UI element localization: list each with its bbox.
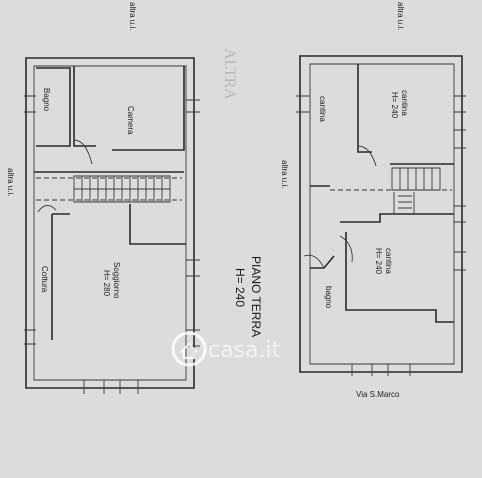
left-top-note: altra u.i. [128, 2, 137, 30]
room-label-cottura: Cottura [40, 266, 49, 293]
background-ghost-text: ALTRA [221, 48, 238, 100]
floor-title: PIANO TERRA [249, 256, 263, 337]
room-label-cantina-mid: cantina [384, 248, 393, 274]
floor-height: H= 240 [233, 268, 247, 307]
left-side-note: altra u.i. [6, 168, 15, 196]
room-label-soggiorno: Soggiorno [112, 262, 121, 299]
left-floor-plan [24, 57, 200, 394]
right-top-note: altra u.i. [396, 2, 405, 30]
room-label-bagno: Bagno [42, 88, 51, 112]
watermark-text: casa.it [208, 338, 281, 363]
left-staircase [73, 175, 171, 203]
room-height-cantina-mid: H= 240 [374, 248, 383, 275]
watermark: casa.it [171, 331, 281, 367]
right-floor-plan [296, 55, 466, 376]
room-label-bagno-right: bagno [324, 286, 333, 309]
right-side-note: altra u.i. [280, 160, 289, 188]
room-height-cantina-top: H= 240 [390, 92, 399, 119]
street-label: Via S.Marco [356, 390, 400, 399]
room-label-cantina-top: cantina [400, 90, 409, 116]
room-label-camera: Camera [126, 106, 135, 135]
right-staircase [391, 167, 441, 215]
room-height-soggiorno: H= 280 [102, 270, 111, 297]
room-label-cantina-left: cantina [318, 96, 327, 122]
